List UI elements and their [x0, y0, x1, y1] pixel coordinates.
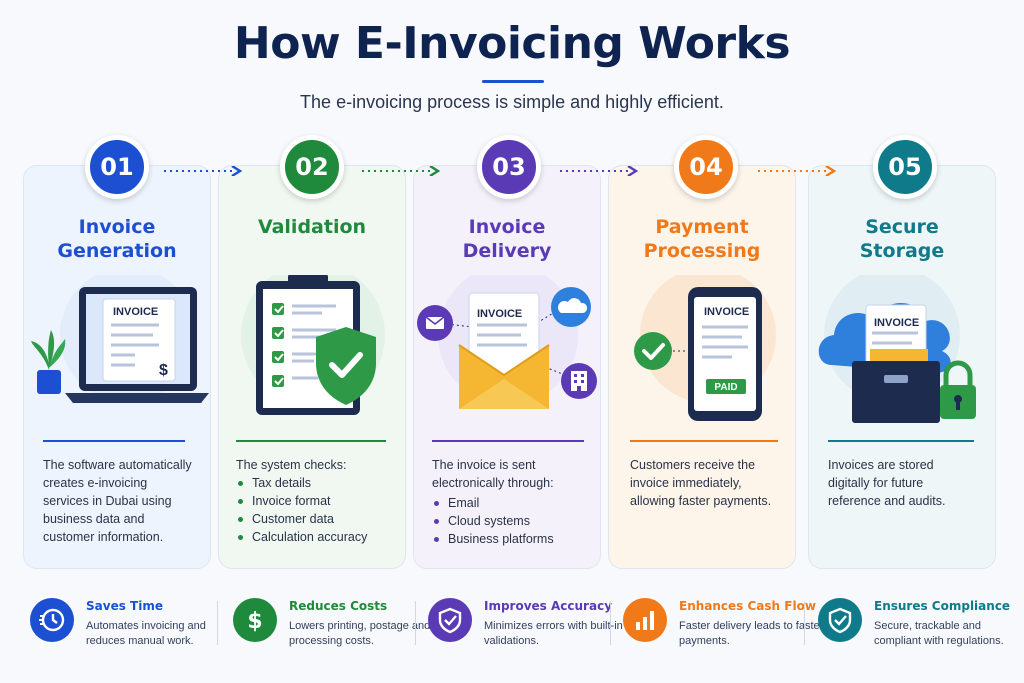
shield-check-icon — [428, 598, 472, 642]
invoice-label: INVOICE — [704, 306, 749, 318]
connector-arrow-3 — [560, 166, 639, 176]
phone-payment-illustration: INVOICE PAID — [634, 275, 776, 421]
step-title: Payment Processing — [643, 216, 761, 262]
benefit-enhances-cash-flow: Enhances Cash Flow Faster delivery leads… — [623, 596, 823, 656]
benefit-text: Minimizes errors with built-in validatio… — [484, 620, 623, 647]
connector-arrow-4 — [758, 166, 837, 176]
invoice-label: INVOICE — [477, 308, 522, 320]
step-description-text: Customers receive the invoice immediatel… — [630, 458, 772, 508]
card-divider — [630, 440, 778, 442]
step-description-text: The system checks: — [236, 458, 347, 472]
secure-storage-illustration: INVOICE — [818, 275, 976, 423]
invoice-label: INVOICE — [113, 306, 158, 318]
smartphone-icon — [688, 287, 762, 421]
benefit-separator — [217, 601, 218, 645]
card-divider — [828, 440, 974, 442]
title-underline — [482, 80, 544, 83]
padlock-icon — [940, 360, 976, 419]
clock-icon — [30, 598, 74, 642]
benefit-separator — [804, 601, 805, 645]
envelope-delivery-illustration: INVOICE — [417, 275, 597, 409]
paid-label: PAID — [714, 382, 737, 393]
check-circle-icon — [634, 332, 672, 370]
step-number-badge: 01 — [85, 135, 149, 199]
benefit-saves-time: Saves Time Automates invoicing and reduc… — [30, 596, 225, 656]
clipboard-validation-illustration — [241, 275, 385, 415]
connector-arrow-2 — [362, 166, 441, 176]
shield-check-icon — [316, 327, 376, 405]
step-description: The invoice is sent electronically throu… — [432, 456, 572, 548]
benefit-reduces-costs: $ Reduces Costs Lowers printing, postage… — [233, 596, 430, 656]
list-item: Calculation accuracy — [236, 528, 386, 546]
mail-icon — [417, 305, 453, 341]
card-divider — [236, 440, 386, 442]
step-description-text: Invoices are stored digitally for future… — [828, 458, 946, 508]
benefit-ensures-compliance: Ensures Compliance Secure, trackable and… — [818, 596, 1013, 656]
bar-chart-icon — [623, 598, 667, 642]
list-item: Cloud systems — [432, 512, 572, 530]
connector-arrow-1 — [164, 166, 243, 176]
step-number-badge: 03 — [477, 135, 541, 199]
dollar-icon: $ — [233, 598, 277, 642]
page-title: How E-Invoicing Works — [233, 18, 791, 69]
step-description-text: The invoice is sent electronically throu… — [432, 458, 554, 490]
benefit-separator — [415, 601, 416, 645]
step-number-badge: 04 — [674, 135, 738, 199]
list-item: Tax details — [236, 474, 386, 492]
list-item: Business platforms — [432, 530, 572, 548]
step-description: Customers receive the invoice immediatel… — [630, 456, 780, 510]
card-divider — [432, 440, 584, 442]
list-item: Email — [432, 494, 572, 512]
invoice-document-icon: $ — [102, 298, 176, 382]
step-number-badge: 05 — [873, 135, 937, 199]
step-description: The software automatically creates e-inv… — [43, 456, 193, 546]
step-title: Invoice Generation — [57, 216, 177, 262]
step-title: Invoice Delivery — [462, 216, 552, 262]
invoice-label: INVOICE — [874, 317, 919, 329]
card-divider — [43, 440, 185, 442]
benefit-text: Secure, trackable and compliant with reg… — [874, 620, 1004, 647]
step-title: Secure Storage — [859, 216, 945, 262]
benefit-text: Faster delivery leads to faster payments… — [679, 620, 824, 647]
laptop-invoice-illustration: $ INVOICE — [31, 275, 209, 403]
benefit-text: Lowers printing, postage and processing … — [289, 620, 431, 647]
list-item: Customer data — [236, 510, 386, 528]
svg-text:$: $ — [247, 609, 262, 634]
step-description-text: The software automatically creates e-inv… — [43, 458, 192, 544]
step-description: Invoices are stored digitally for future… — [828, 456, 968, 510]
benefit-title: Reduces Costs — [289, 599, 388, 613]
list-item: Invoice format — [236, 492, 386, 510]
step-title: Validation — [257, 216, 367, 238]
building-icon — [561, 363, 597, 399]
step-description: The system checks: Tax details Invoice f… — [236, 456, 386, 546]
page-subtitle: The e-invoicing process is simple and hi… — [300, 92, 724, 112]
step-number-badge: 02 — [280, 135, 344, 199]
svg-text:$: $ — [159, 362, 168, 379]
benefit-text: Automates invoicing and reduces manual w… — [86, 620, 206, 647]
envelope-icon — [458, 344, 550, 409]
benefit-title: Enhances Cash Flow — [679, 599, 816, 613]
plant-icon — [31, 330, 66, 394]
benefit-title: Ensures Compliance — [874, 599, 1011, 613]
benefit-title: Improves Accuracy — [484, 599, 613, 613]
shield-check-icon — [818, 598, 862, 642]
file-drawer-icon — [852, 349, 940, 423]
benefit-separator — [610, 601, 611, 645]
invoice-document-icon — [468, 292, 540, 386]
benefit-improves-accuracy: Improves Accuracy Minimizes errors with … — [428, 596, 623, 656]
benefit-title: Saves Time — [86, 599, 163, 613]
cloud-icon — [551, 287, 591, 327]
checkbox-icon — [272, 303, 284, 387]
